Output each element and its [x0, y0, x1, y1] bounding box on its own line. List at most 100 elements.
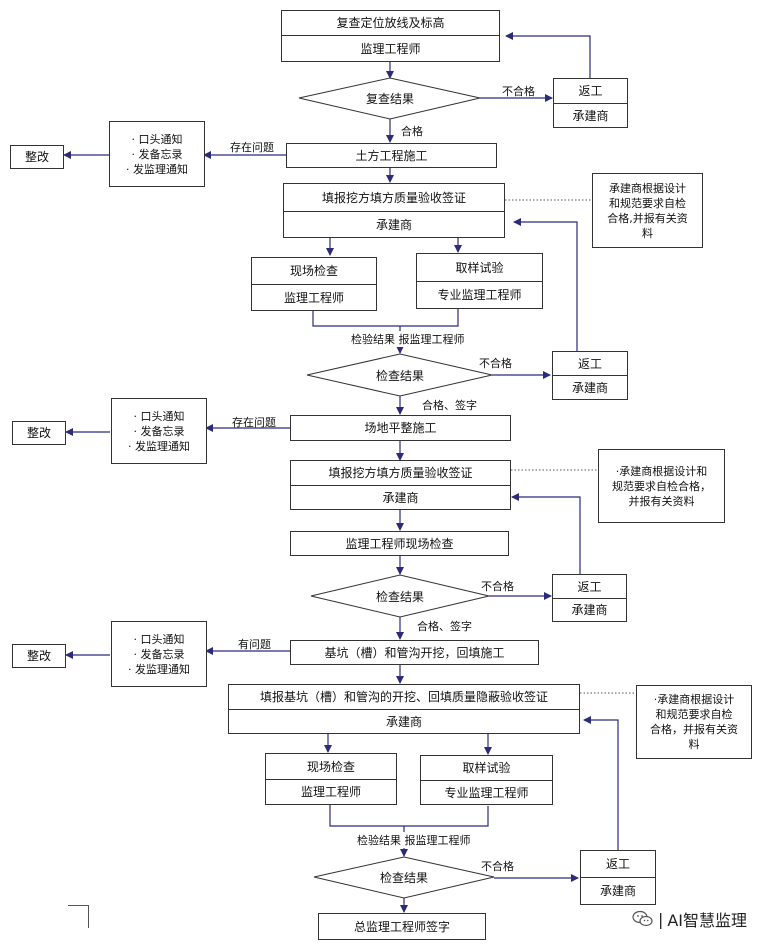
notice-item: · 发监理通知 — [126, 162, 188, 176]
sample-test-box-2: 取样试验 专业监理工程师 — [420, 755, 553, 805]
step-earthwork: 土方工程施工 — [286, 143, 497, 168]
sample-test-box-1: 取样试验 专业监理工程师 — [416, 253, 543, 309]
rework-box-4: 返工 承建商 — [580, 850, 656, 905]
site-check-label: 现场检查 — [289, 264, 338, 278]
merge-line-1 — [312, 308, 459, 327]
step-fill-cut-cert-2: 填报挖方填方质量验收签证 承建商 — [290, 460, 511, 510]
rework-label: 返工 — [577, 579, 602, 594]
contractor-label: 承建商 — [554, 103, 627, 127]
arrow-rework4-back — [583, 716, 619, 850]
contractor-label: 承建商 — [553, 598, 626, 621]
step-hidden-work-cert-role: 承建商 — [229, 709, 579, 733]
notice-item: · 发备忘录 — [131, 147, 183, 161]
supervisor-label: 监理工程师 — [252, 284, 376, 310]
site-check-box-2: 现场检查 监理工程师 — [265, 753, 397, 805]
arrow-rework1-back — [505, 32, 591, 78]
note-line: 合格，并报有关资 — [650, 723, 738, 736]
notice-box-3: · 口头通知 · 发备忘录 · 发监理通知 — [111, 621, 207, 687]
step-chief-supervisor-sign: 总监理工程师签字 — [318, 913, 486, 940]
rework-label: 返工 — [605, 857, 630, 871]
rework-label: 返工 — [577, 356, 602, 371]
notice-box-1: · 口头通知 · 发备忘录 · 发监理通知 — [109, 121, 205, 187]
fail-label-1: 不合格 — [502, 85, 535, 98]
notice-box-2: · 口头通知 · 发备忘录 · 发监理通知 — [111, 398, 207, 464]
issue-label-1: 存在问题 — [230, 141, 274, 154]
wechat-icon — [632, 910, 653, 927]
decision-diamond-1 — [298, 77, 481, 120]
site-check-box-1: 现场检查 监理工程师 — [251, 257, 377, 311]
decision-diamond-2 — [306, 353, 493, 397]
notice-item: · 发备忘录 — [133, 424, 185, 438]
pass-label-1: 合格 — [400, 123, 424, 139]
contractor-label: 承建商 — [581, 877, 655, 904]
notice-item: · 发监理通知 — [128, 662, 190, 676]
note-line: 规范要求自检合格， — [612, 479, 711, 493]
note-line: 并报有关资料 — [628, 494, 695, 508]
decision-diamond-4 — [313, 856, 495, 899]
step-trench-backfill: 基坑（槽）和管沟开挖，回填施工 — [290, 640, 539, 665]
pro-supervisor-label: 专业监理工程师 — [417, 281, 542, 308]
corner-mark — [68, 905, 89, 928]
step-supervisor-site-check: 监理工程师现场检查 — [290, 531, 509, 556]
notice-item: · 发备忘录 — [133, 647, 185, 661]
notice-item: · 口头通知 — [131, 132, 183, 146]
step-fill-cut-cert-2-title: 填报挖方填方质量验收签证 — [328, 466, 473, 480]
step-verify-layout: 复查定位放线及标高 监理工程师 — [281, 10, 500, 62]
note-line: 承建商根据设计 — [609, 181, 686, 195]
issue-label-3: 有问题 — [238, 638, 271, 651]
report-label-2: 检验结果 报监理工程师 — [356, 832, 472, 848]
notice-item: · 口头通知 — [133, 409, 185, 423]
sample-test-label: 取样试验 — [455, 260, 504, 275]
note-line: ·承建商根据设计和 — [615, 464, 708, 478]
merge-line-2 — [329, 805, 489, 827]
watermark-separator: | — [657, 909, 664, 929]
rectify-box-1: 整改 — [10, 145, 64, 169]
pro-supervisor-label: 专业监理工程师 — [421, 780, 552, 804]
note-line: 和规范要求自检 — [655, 708, 733, 721]
report-label-1: 检验结果 报监理工程师 — [350, 331, 466, 347]
decision-1-label: 复查结果 — [365, 91, 414, 106]
site-check-label: 现场检查 — [306, 759, 355, 774]
rework-label: 返工 — [578, 84, 603, 98]
fail-label-2: 不合格 — [479, 357, 512, 370]
watermark: | AI智慧监理 — [632, 907, 747, 931]
contractor-label: 承建商 — [553, 375, 627, 399]
arrow-rework3-back — [511, 493, 581, 574]
pass-sign-label-1: 合格、签字 — [421, 397, 478, 413]
decision-3-label: 检查结果 — [375, 589, 424, 604]
rework-box-3: 返工 承建商 — [552, 574, 627, 622]
note-box-3: ·承建商根据设计 和规范要求自检 合格，并报有关资 料 — [636, 685, 752, 759]
notice-item: · 口头通知 — [133, 632, 185, 646]
fail-label-4: 不合格 — [481, 860, 514, 873]
step-hidden-work-cert: 填报基坑（槽）和管沟的开挖、回填质量隐蔽验收签证 承建商 — [228, 684, 580, 734]
note-line: 合格,并报有关资 — [607, 211, 688, 225]
note-box-1: 承建商根据设计 和规范要求自检 合格,并报有关资 料 — [592, 173, 703, 248]
arrow-rework2-back — [513, 218, 578, 352]
step-fill-cut-cert-1-role: 承建商 — [284, 211, 504, 237]
issue-label-2: 存在问题 — [232, 416, 276, 429]
watermark-text: AI智慧监理 — [667, 911, 747, 930]
notice-item: · 发监理通知 — [128, 439, 190, 453]
pass-sign-label-2: 合格、签字 — [416, 618, 473, 634]
rectify-box-3: 整改 — [12, 644, 66, 668]
step-hidden-work-cert-title: 填报基坑（槽）和管沟的开挖、回填质量隐蔽验收签证 — [259, 690, 548, 704]
step-site-leveling: 场地平整施工 — [290, 415, 511, 441]
rework-box-1: 返工 承建商 — [553, 78, 628, 128]
note-line: 料 — [688, 738, 700, 751]
decision-4-label: 检查结果 — [379, 870, 428, 885]
step-fill-cut-cert-1-title: 填报挖方填方质量验收签证 — [321, 190, 466, 205]
decision-2-label: 检查结果 — [375, 368, 424, 383]
step-fill-cut-cert-2-role: 承建商 — [291, 485, 510, 509]
rework-box-2: 返工 承建商 — [552, 351, 628, 400]
fail-label-3: 不合格 — [481, 580, 514, 593]
step-verify-layout-title: 复查定位放线及标高 — [336, 16, 445, 30]
note-box-2: ·承建商根据设计和 规范要求自检合格， 并报有关资料 — [598, 449, 725, 523]
supervisor-label: 监理工程师 — [266, 779, 396, 804]
note-line: 料 — [642, 226, 653, 240]
sample-test-label: 取样试验 — [462, 761, 511, 775]
decision-diamond-3 — [310, 574, 490, 618]
step-verify-layout-role: 监理工程师 — [282, 35, 499, 61]
note-line: ·承建商根据设计 — [653, 693, 735, 706]
